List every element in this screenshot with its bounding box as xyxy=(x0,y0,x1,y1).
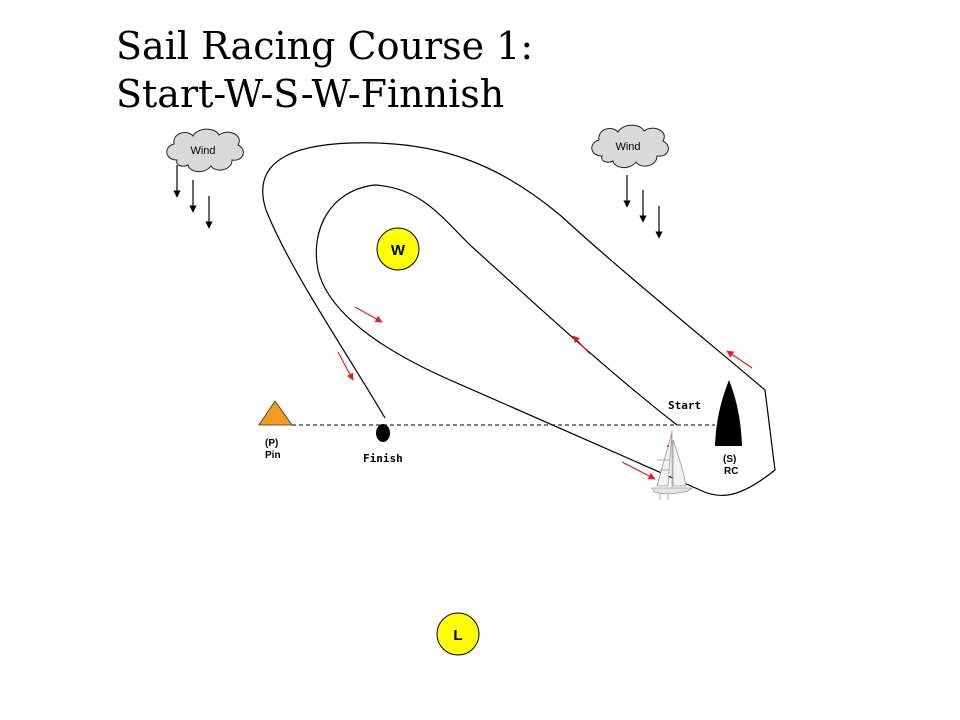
direction-arrow-reach xyxy=(354,306,383,323)
wind-arrows-left xyxy=(173,165,213,229)
wind-cloud-left: Wind xyxy=(166,128,244,172)
title-line-1: Sail Racing Course 1: xyxy=(116,24,534,68)
windward-mark-label: W xyxy=(391,242,406,259)
direction-arrow-start xyxy=(621,461,656,480)
course-outer-path xyxy=(262,142,776,496)
finish-label: Finish xyxy=(363,452,403,465)
rc-boat: (S) RC xyxy=(715,380,742,477)
pin-label-2: Pin xyxy=(265,450,281,461)
course-title: Sail Racing Course 1: Start-W-S-W-Finnis… xyxy=(116,22,533,118)
direction-arrows xyxy=(337,306,753,480)
start-label: Start xyxy=(668,399,701,412)
wind-arrows-right xyxy=(623,175,663,239)
direction-arrow-upwind-outer xyxy=(726,350,753,369)
finish-mark: Finish xyxy=(363,424,403,465)
leeward-mark: L xyxy=(436,612,480,656)
wind-cloud-right: Wind xyxy=(591,124,669,168)
pin-mark: (P) Pin xyxy=(258,400,293,461)
cloud-label-left: Wind xyxy=(190,145,215,157)
rc-label-2: RC xyxy=(724,466,738,477)
direction-arrow-downwind-left xyxy=(337,351,354,381)
sailboat-icon xyxy=(651,430,693,500)
pin-label-1: (P) xyxy=(265,438,278,449)
cloud-label-right: Wind xyxy=(615,141,640,153)
title-line-2: Start-W-S-W-Finnish xyxy=(116,72,505,116)
leeward-mark-label: L xyxy=(453,627,462,644)
direction-arrow-upwind-inner xyxy=(572,335,591,355)
rc-label-1: (S) xyxy=(723,454,736,465)
windward-mark: W xyxy=(376,227,420,271)
